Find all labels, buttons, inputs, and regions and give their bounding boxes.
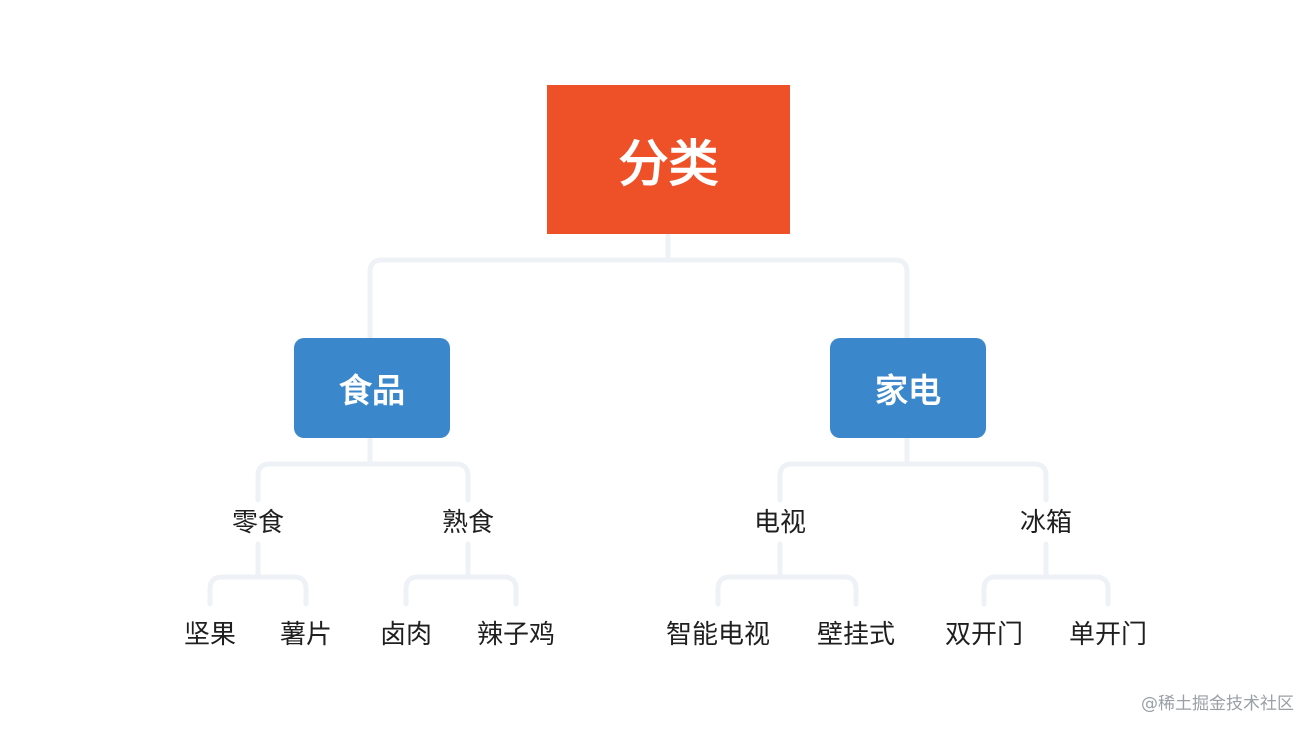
leaf-label: 智能电视 [665,619,770,650]
leaf-node-chips: 薯片 [231,612,381,652]
leaf-node-smart-tv: 智能电视 [643,612,793,652]
leaf-label: 薯片 [279,619,332,650]
connector-food [255,435,471,503]
leaf-label: 坚果 [183,619,236,650]
subcategory-node-tv: 电视 [710,500,850,540]
connector-snacks [207,541,309,607]
leaf-node-single-door: 单开门 [1033,612,1183,652]
category-label: 家电 [875,371,941,410]
root-label: 分类 [618,134,719,193]
connector-appliance [777,435,1049,503]
leaf-label: 辣子鸡 [476,619,555,650]
connector-tv [715,541,859,607]
connector-root [367,231,910,341]
leaf-node-spicy-chicken: 辣子鸡 [441,612,591,652]
leaf-label: 单开门 [1068,619,1147,650]
subcategory-label: 零食 [231,507,284,538]
subcategory-label: 熟食 [441,507,494,538]
subcategory-node-snacks: 零食 [188,500,328,540]
leaf-node-braised-meat: 卤肉 [331,612,481,652]
leaf-node-double-door: 双开门 [909,612,1059,652]
root-node: 分类 [547,85,790,234]
leaf-label: 双开门 [944,619,1023,650]
leaf-node-wall-mounted: 壁挂式 [781,612,931,652]
watermark-text: @稀土掘金技术社区 [1141,694,1294,714]
subcategory-label: 电视 [753,507,806,538]
leaf-label: 壁挂式 [816,619,895,650]
connector-fridge [981,541,1111,607]
category-node-appliance: 家电 [830,338,986,438]
category-node-food: 食品 [294,338,450,438]
leaf-label: 卤肉 [379,619,432,650]
subcategory-node-cooked: 熟食 [398,500,538,540]
leaf-node-nuts: 坚果 [135,612,285,652]
connector-cooked [403,541,519,607]
subcategory-node-fridge: 冰箱 [976,500,1116,540]
subcategory-label: 冰箱 [1019,507,1072,538]
category-label: 食品 [339,371,405,410]
